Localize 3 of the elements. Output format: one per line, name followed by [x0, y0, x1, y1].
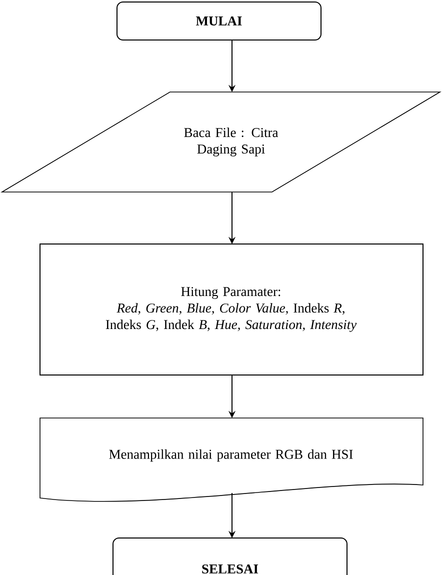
terminal-box: SELESAI [112, 538, 348, 575]
process-box: Hitung Paramater: Red, Green, Blue, Color Value, Indeks R, Indeks G, Indek B, Hue, Saturation, Intensity [40, 244, 424, 376]
terminal-box: MULAI [116, 2, 322, 40]
